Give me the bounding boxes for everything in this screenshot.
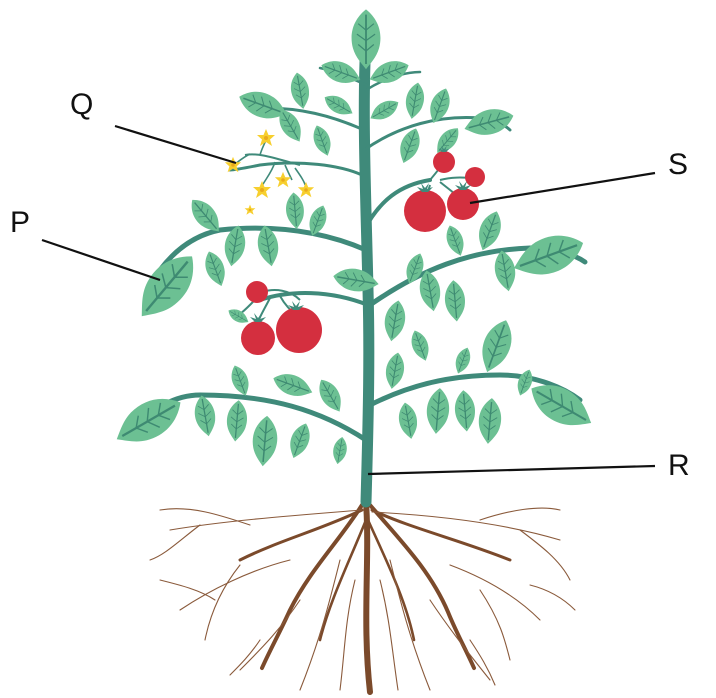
leaf-icon <box>453 389 477 432</box>
tomato-icon <box>241 321 275 355</box>
pointer-line-s <box>470 173 655 203</box>
leaf-icon <box>452 345 474 375</box>
root-main <box>368 520 414 640</box>
tomato-icon <box>465 167 485 187</box>
leaf-icon <box>396 401 420 440</box>
label-p: P <box>10 208 30 238</box>
leaf-icon <box>442 223 468 259</box>
label-q: Q <box>70 90 93 120</box>
flower-icon <box>298 182 314 197</box>
label-r: R <box>668 451 690 481</box>
leaf-icon <box>461 104 516 141</box>
leaf-icon <box>127 244 206 328</box>
leaf-icon <box>492 249 519 293</box>
tomato-icon <box>447 188 479 220</box>
root-fine <box>230 640 260 675</box>
leaf-icon <box>477 397 503 445</box>
leaf-icon <box>367 96 403 126</box>
leaf-icon <box>331 436 349 465</box>
flower-icon <box>253 181 271 198</box>
root-main <box>320 520 366 640</box>
leaf-icon <box>473 208 506 254</box>
root-fine <box>380 580 398 690</box>
leaf-icon <box>285 192 306 230</box>
leaf-icon <box>288 71 312 110</box>
root-fine <box>160 580 215 600</box>
root-fine <box>470 640 495 685</box>
leaf-icon <box>475 316 519 377</box>
leaf-icon <box>407 328 433 364</box>
root-fine <box>340 580 355 690</box>
root-fine <box>480 590 510 660</box>
root-fine <box>372 512 560 540</box>
flower-icon <box>257 129 275 146</box>
root-fine <box>520 530 570 580</box>
leaf-icon <box>225 399 249 442</box>
leaf-icon <box>443 279 467 322</box>
leaf-icon <box>314 375 348 416</box>
tomato-icon <box>276 307 322 353</box>
root-fine <box>530 585 575 610</box>
leaf-icon <box>318 56 364 89</box>
main-stem <box>364 40 369 502</box>
leaf-icon <box>403 81 427 120</box>
tomato-icon <box>433 151 455 173</box>
leaf-icon <box>251 415 280 468</box>
root-fine <box>480 508 560 520</box>
leaf-icon <box>381 299 408 343</box>
root-fine <box>180 560 290 610</box>
root-fine <box>150 525 200 560</box>
pointer-line-r <box>368 466 655 474</box>
leaf-icon <box>383 351 407 390</box>
leaf-icon <box>309 123 335 159</box>
tomato-icon <box>404 190 446 232</box>
label-s: S <box>668 150 688 180</box>
leaf-icon <box>425 387 451 435</box>
leaf-icon <box>523 374 599 437</box>
leaf-icon <box>227 363 253 399</box>
leaf-icon <box>352 9 381 69</box>
root-fine <box>170 510 362 530</box>
root-fine <box>160 509 250 525</box>
leaf-icon <box>270 369 316 402</box>
leaf-icon <box>201 248 230 289</box>
fruit-cluster-upper <box>404 146 485 232</box>
pointer-line-p <box>42 240 160 280</box>
pointer-line-q <box>115 126 236 163</box>
root-fine <box>205 565 240 640</box>
branch <box>260 293 368 305</box>
leaf-icon <box>192 394 219 438</box>
flower-icon <box>245 205 256 215</box>
root-fine <box>450 565 540 620</box>
roots <box>150 502 575 692</box>
root-main <box>240 510 362 560</box>
root-taproot <box>366 502 370 692</box>
leaf-icon <box>285 420 314 461</box>
tomato-icon <box>246 281 268 303</box>
